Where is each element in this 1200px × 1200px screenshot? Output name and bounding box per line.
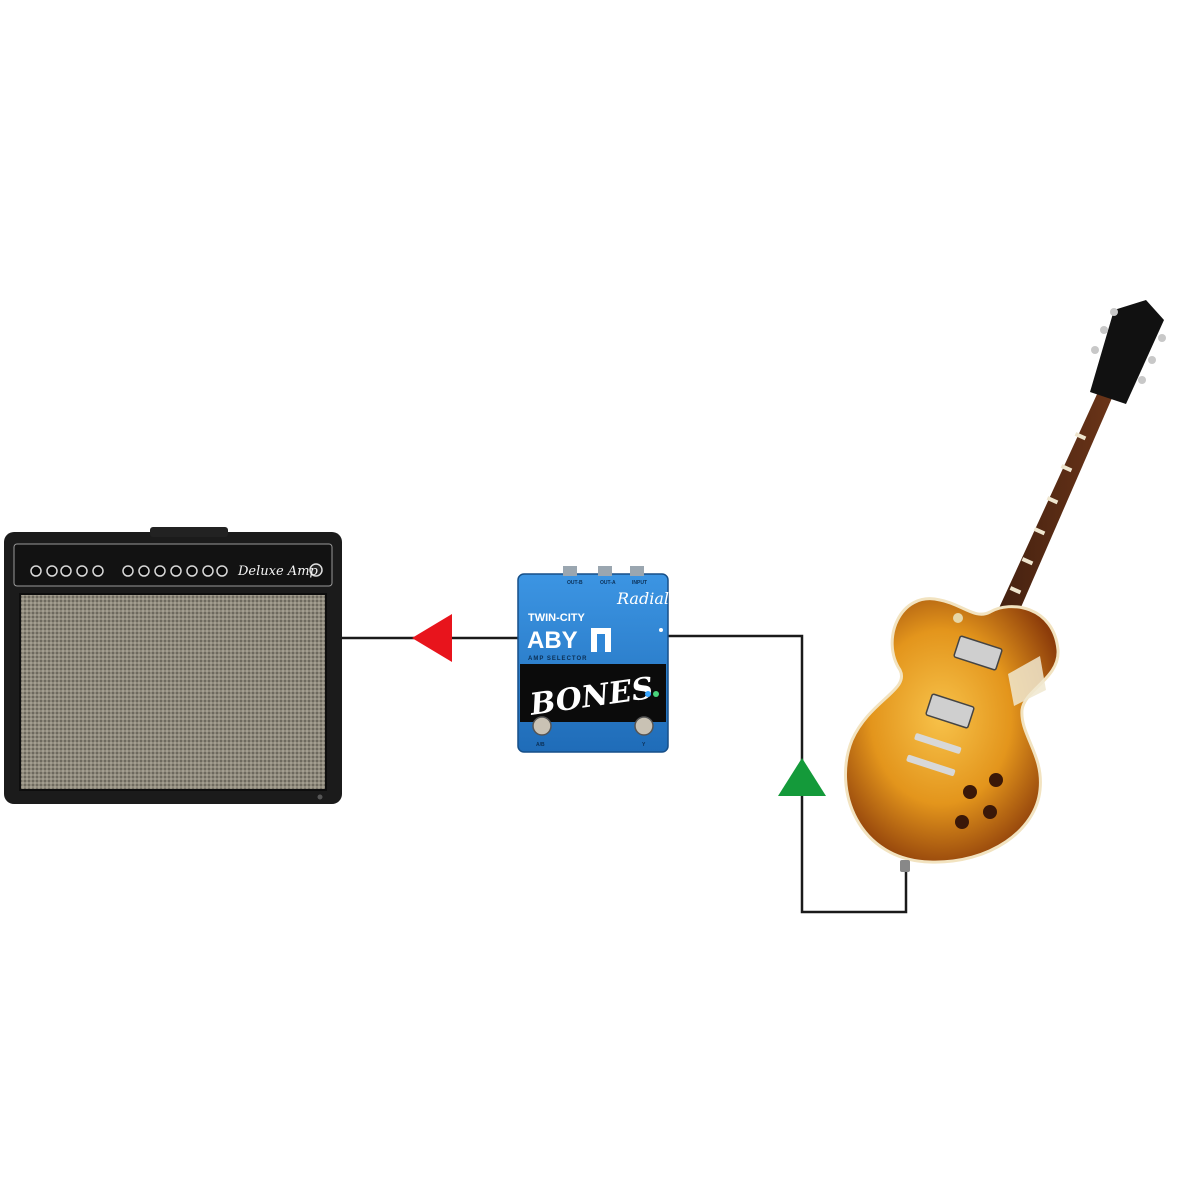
amp-knobs [30, 565, 228, 577]
pedal-jack-label-out-a: OUT-A [600, 580, 616, 586]
pedal-jack-label-out-b: OUT-B [567, 580, 583, 586]
amp-handle [150, 527, 228, 537]
electric-guitar [844, 300, 1166, 872]
guitar-bridge-pickup [925, 693, 975, 729]
pedal-led-a [645, 691, 651, 697]
guitar-tailpiece [906, 754, 956, 777]
pedal-footswitch-label-a: A/B [536, 742, 545, 748]
signal-arrow-to-amp [412, 614, 452, 662]
guitar-pickguard [1008, 656, 1046, 706]
aby-pedal: OUT-B OUT-A INPUT Radial TWIN-CITY ABY A… [517, 566, 669, 753]
amp-jewel-light [309, 563, 323, 577]
guitar-headstock [1090, 300, 1164, 404]
pedal-model: ABY [527, 627, 578, 654]
pedal-footswitch-y[interactable] [634, 716, 654, 736]
guitar-tuners [1091, 308, 1166, 384]
pedal-footswitch-label-y: Y [642, 742, 646, 748]
amp-corner-screw [317, 794, 323, 800]
amp-control-panel [13, 543, 333, 587]
pedal-subtitle: AMP SELECTOR [528, 656, 587, 662]
pedal-y-icon [591, 628, 611, 652]
pedal-jack-out-a [598, 566, 612, 576]
pedal-led-b [653, 691, 659, 697]
pedal-jack-input [630, 566, 644, 576]
amp-speaker-grill [20, 594, 326, 790]
pedal-jack-out-b [563, 566, 577, 576]
guitar-fret-inlays [998, 432, 1087, 623]
guitar-bridge [914, 733, 962, 754]
guitar-body [844, 597, 1060, 864]
guitar-neck-pickup [953, 635, 1003, 671]
guitar-selector-switch [953, 613, 963, 623]
guitar-control-knobs [955, 773, 1003, 829]
pedal-graphic-panel [520, 664, 666, 722]
guitar-output-jack [900, 860, 910, 872]
pedal-jack-label-input: INPUT [632, 580, 647, 586]
signal-arrow-from-guitar [778, 758, 826, 796]
pedal-brand: Radial [616, 589, 669, 608]
amp-badge: Deluxe Amp [237, 564, 319, 579]
pedal-footswitch-a[interactable] [532, 716, 552, 736]
cable-guitar-to-pedal [668, 634, 908, 914]
pedal-series: TWIN-CITY [528, 612, 585, 624]
guitar-amplifier: Deluxe Amp [4, 527, 342, 804]
